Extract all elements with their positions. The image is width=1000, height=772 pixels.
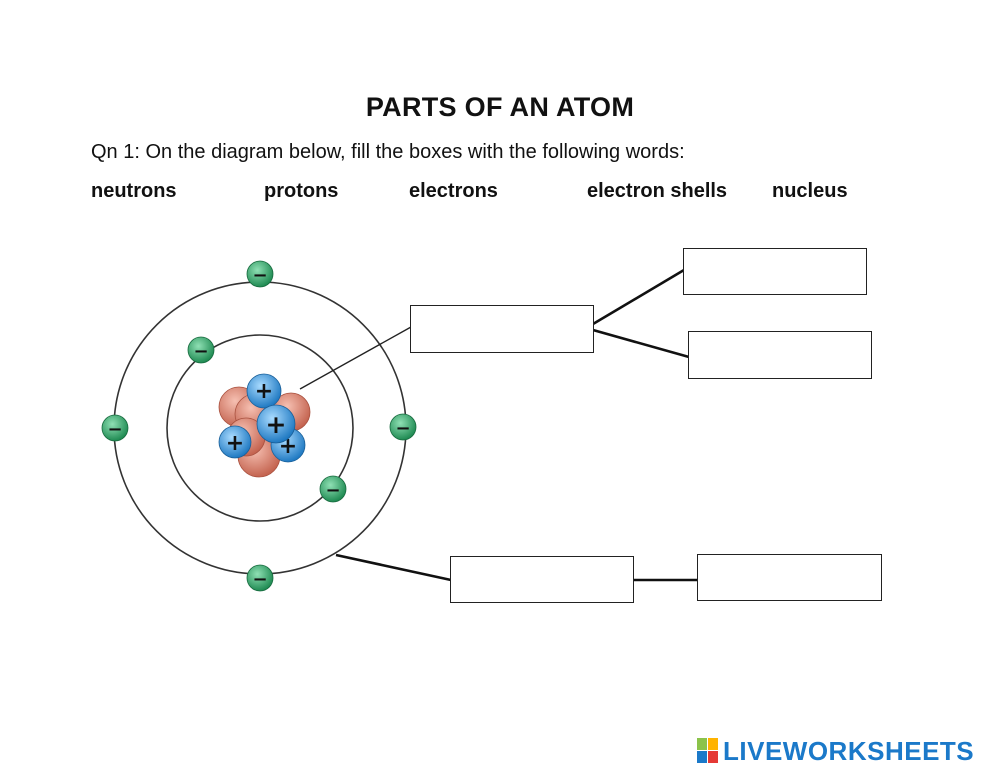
word-bank-item: electrons [409, 180, 498, 202]
answer-box[interactable] [688, 331, 872, 379]
word-bank-item: neutrons [91, 180, 177, 202]
answer-box[interactable] [697, 554, 882, 601]
electron-sign: − [395, 418, 410, 439]
proton-sign: + [255, 379, 273, 404]
word-bank-item: protons [264, 180, 339, 202]
nucleus: + + + + [218, 373, 311, 478]
electron: − [246, 260, 274, 288]
question-instruction: Qn 1: On the diagram below, fill the box… [91, 141, 685, 163]
leader-line [335, 553, 452, 582]
electron: − [101, 414, 129, 442]
answer-box[interactable] [410, 305, 594, 353]
answer-box[interactable] [450, 556, 634, 603]
electron: − [389, 413, 417, 441]
proton [246, 373, 282, 409]
leader-line [592, 268, 685, 326]
inner-electron-shell [166, 334, 354, 522]
word-bank-item: electron shells [587, 180, 728, 202]
electron: − [319, 475, 347, 503]
proton [218, 425, 252, 459]
proton-sign: + [226, 431, 244, 456]
leader-line [299, 326, 412, 390]
leader-line [592, 328, 690, 359]
proton-sign: + [266, 410, 287, 439]
electron-sign: − [252, 265, 267, 286]
logo-badge-icon [697, 738, 718, 763]
worksheet-title: PARTS OF AN ATOM [365, 92, 635, 122]
electron: − [187, 336, 215, 364]
electron: − [246, 564, 274, 592]
word-bank-item: nucleus [772, 180, 848, 202]
answer-box[interactable] [683, 248, 867, 295]
electron-sign: − [325, 480, 340, 501]
proton [256, 404, 296, 444]
electron-sign: − [107, 419, 122, 440]
liveworksheets-logo: LIVEWORKSHEETS [697, 736, 974, 766]
electron-sign: − [193, 341, 208, 362]
logo-text: LIVEWORKSHEETS [723, 735, 975, 766]
electron-sign: − [252, 569, 267, 590]
